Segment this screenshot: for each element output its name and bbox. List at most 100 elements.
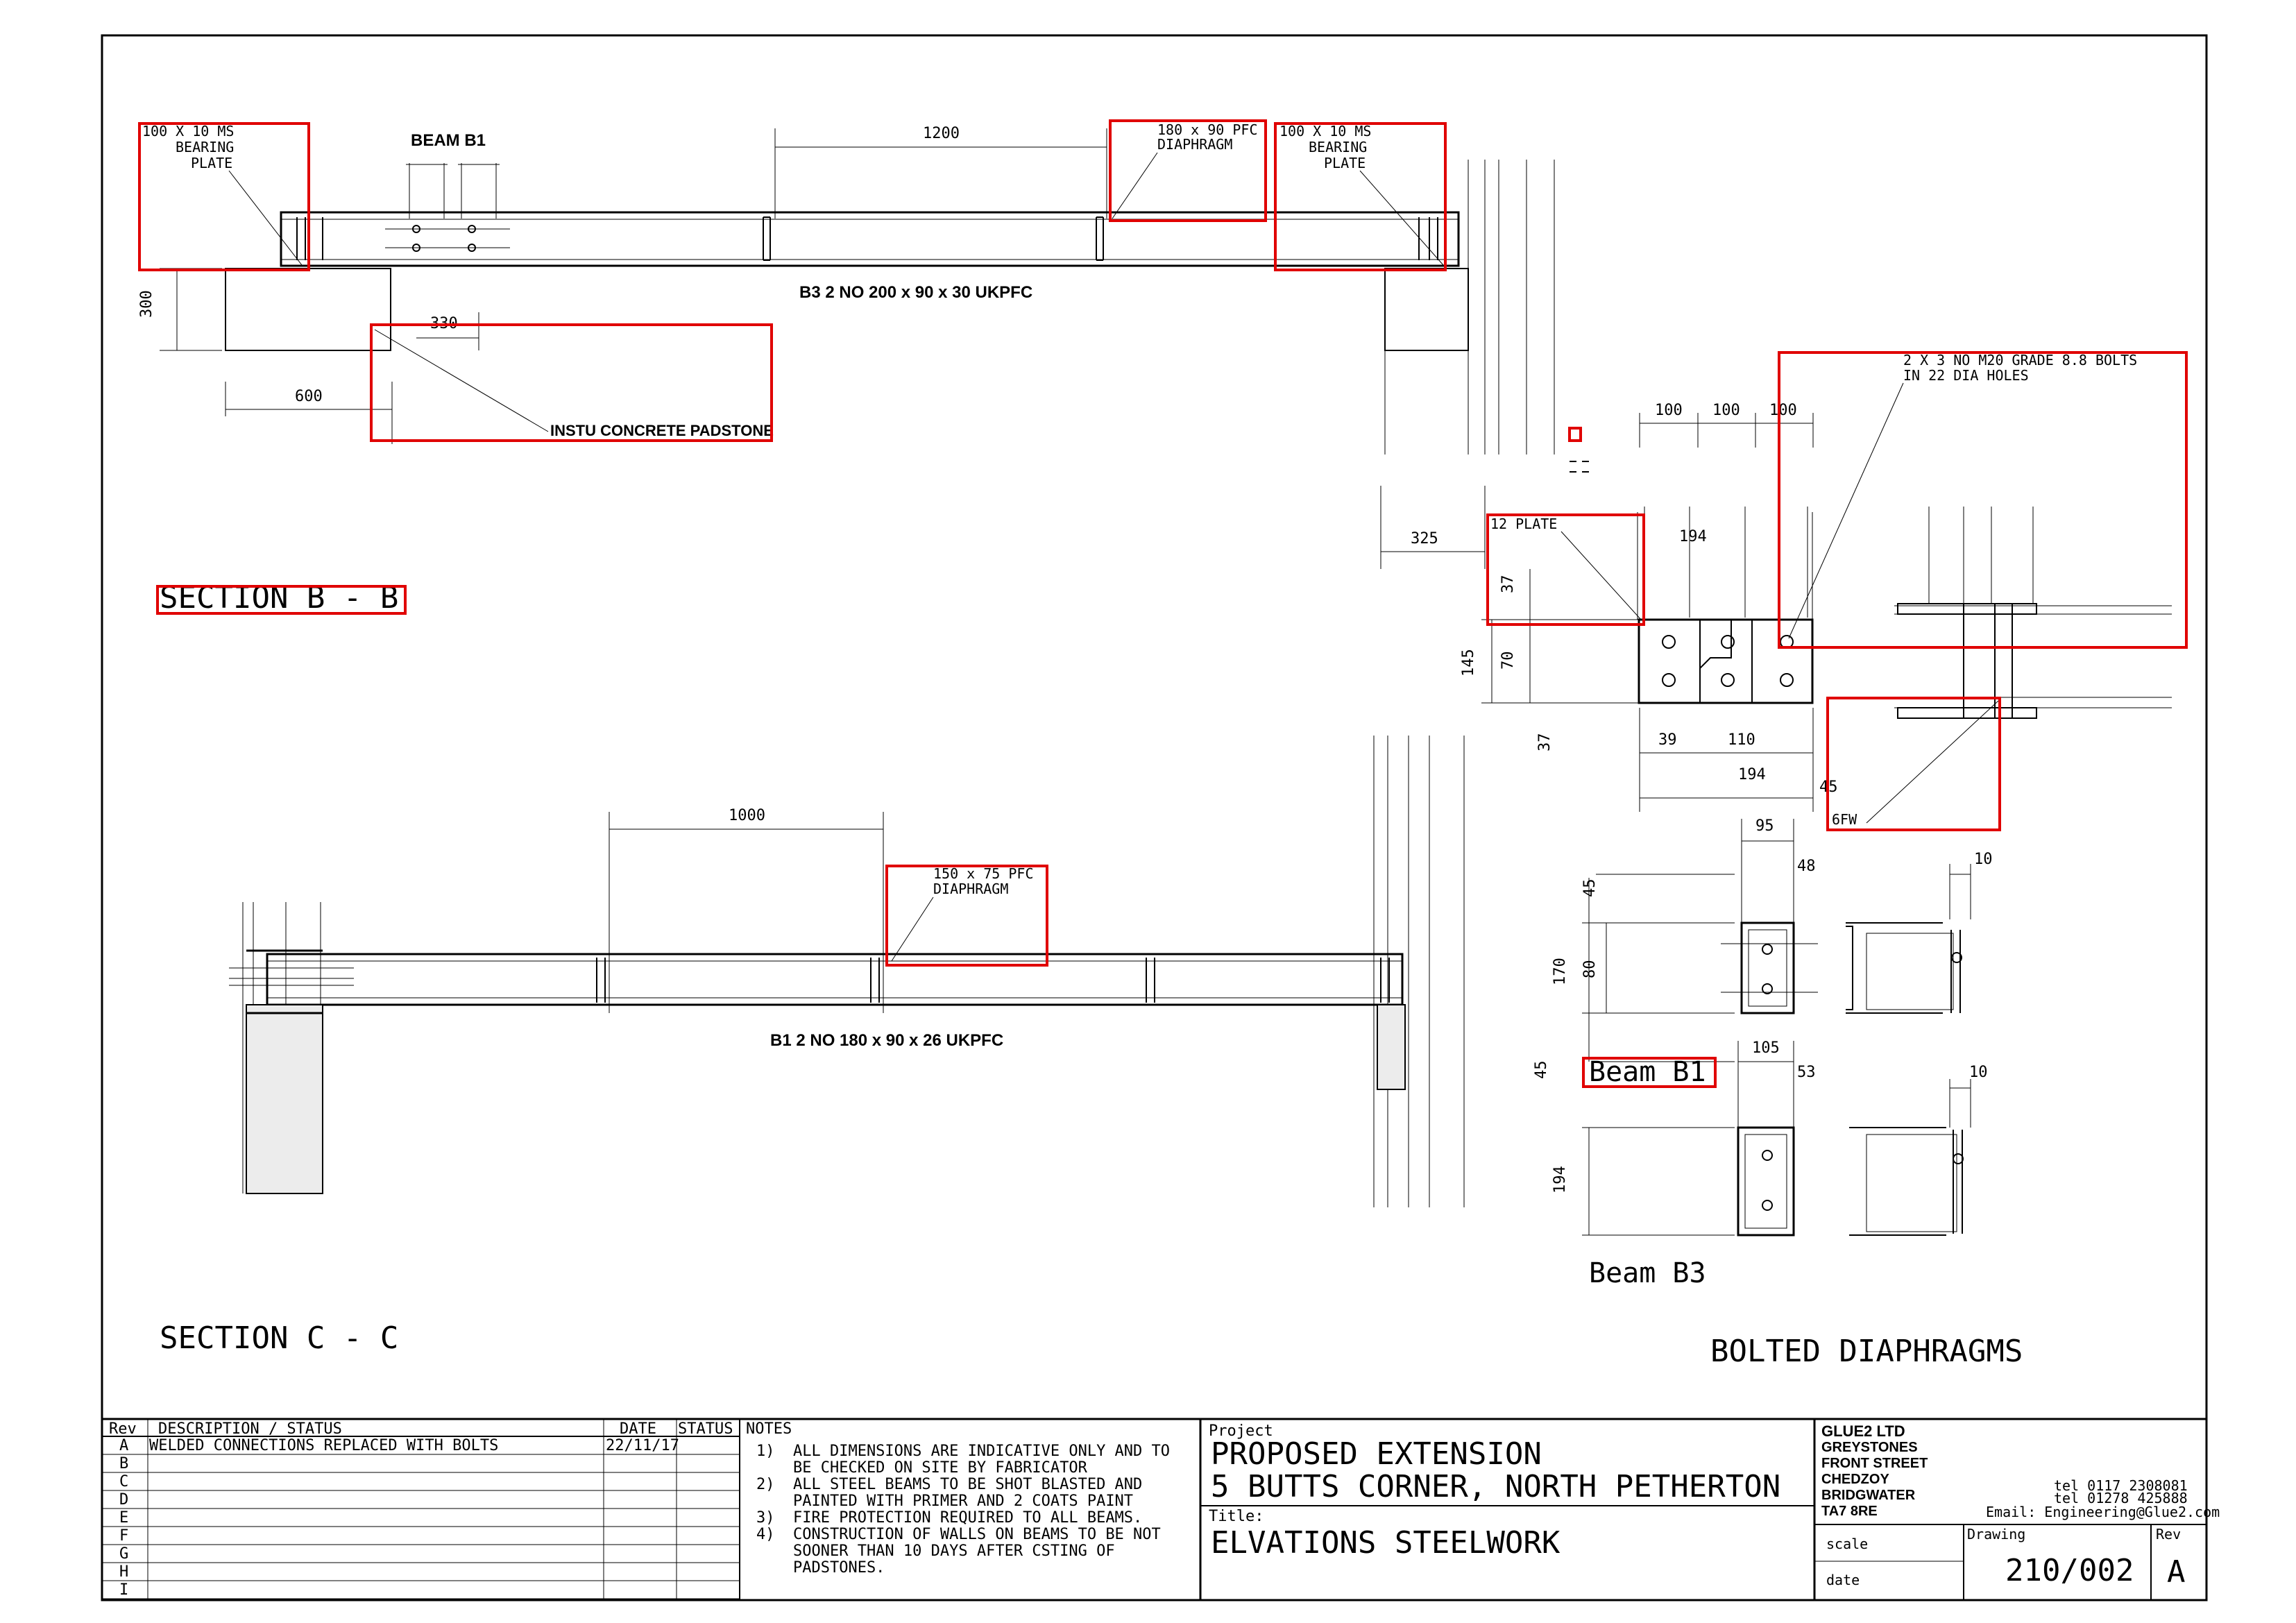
annotation-box bbox=[1826, 697, 2001, 831]
note-line: PAINTED WITH PRIMER AND 2 COATS PAINT bbox=[756, 1493, 1133, 1510]
rev-cell: H bbox=[119, 1563, 128, 1581]
dim-70: 70 bbox=[1499, 652, 1517, 670]
dim-105: 105 bbox=[1752, 1039, 1780, 1057]
annotation-box bbox=[1109, 119, 1267, 222]
weld-label: 6FW bbox=[1832, 811, 1857, 828]
title-block: Project PROPOSED EXTENSION 5 BUTTS CORNE… bbox=[1200, 1419, 2220, 1600]
bearing-right-1: 100 X 10 MS bbox=[1279, 123, 1371, 139]
padstone-label: INSTU CONCRETE PADSTONE bbox=[550, 422, 774, 439]
bearing-left-1: 100 X 10 MS bbox=[142, 123, 234, 139]
dim-37a: 37 bbox=[1499, 575, 1517, 594]
dim-10a: 10 bbox=[1974, 851, 1993, 868]
dim-95: 95 bbox=[1755, 817, 1774, 835]
address-line: FRONT STREET bbox=[1821, 1456, 1928, 1471]
dim-194c: 194 bbox=[1551, 1166, 1569, 1193]
company-name: GLUE2 LTD bbox=[1821, 1422, 1905, 1440]
beam-b1-title: Beam B1 bbox=[1589, 1056, 1706, 1088]
section-cc: 1000 B1 2 NO 180 x 90 x 26 UKPFC 150 x 7… bbox=[160, 736, 1465, 1356]
note-line: 4) CONSTRUCTION OF WALLS ON BEAMS TO BE … bbox=[756, 1526, 1161, 1543]
dim-45b: 45 bbox=[1581, 879, 1599, 898]
dim-194b: 194 bbox=[1738, 766, 1766, 783]
dim-600: 600 bbox=[295, 388, 323, 405]
notes: NOTES 1) ALL DIMENSIONS ARE INDICATIVE O… bbox=[746, 1419, 1202, 1600]
dim-145: 145 bbox=[1460, 649, 1477, 677]
dim-194a: 194 bbox=[1679, 528, 1707, 545]
bearing-right-3: PLATE bbox=[1324, 155, 1366, 171]
dim-45c: 45 bbox=[1533, 1061, 1550, 1080]
diaphragm-180-2: DIAPHRAGM bbox=[1157, 136, 1232, 153]
bearing-left-3: PLATE bbox=[191, 155, 232, 171]
plate-label: 12 PLATE bbox=[1490, 516, 1557, 532]
revision-rows: A WELDED CONNECTIONS REPLACED WITH BOLTS 2… bbox=[102, 1437, 740, 1599]
tel-2: tel 01278 425888 bbox=[2054, 1490, 2188, 1506]
beam-b1-label: BEAM B1 bbox=[411, 131, 486, 150]
beam-spec-b1: B1 2 NO 180 x 90 x 26 UKPFC bbox=[770, 1031, 1003, 1050]
diaphragm-180: 180 x 90 PFC bbox=[1157, 121, 1258, 138]
rev-cell: A bbox=[119, 1437, 128, 1454]
bolts-note-1: 2 X 3 NO M20 GRADE 8.8 BOLTS bbox=[1903, 352, 2137, 368]
bolted-diaphragms: 100 100 100 325 194 37 145 70 37 39 110 … bbox=[1380, 351, 2188, 1369]
rev-cell: I bbox=[119, 1581, 128, 1599]
note-line: SOONER THAN 10 DAYS AFTER CSTING OF bbox=[756, 1543, 1115, 1560]
dim-1200: 1200 bbox=[923, 125, 960, 142]
date-label: date bbox=[1826, 1572, 1860, 1588]
annotation-box bbox=[1568, 427, 1582, 442]
bolts-note-2: IN 22 DIA HOLES bbox=[1903, 367, 2029, 384]
date-col-header: DATE bbox=[620, 1420, 656, 1438]
bearing-right-2: BEARING bbox=[1309, 139, 1367, 155]
dim-53: 53 bbox=[1797, 1064, 1816, 1081]
project-label: Project bbox=[1209, 1422, 1273, 1440]
rev-cell: G bbox=[119, 1545, 128, 1563]
note-line: 1) ALL DIMENSIONS ARE INDICATIVE ONLY AN… bbox=[756, 1443, 1170, 1460]
dim-1000: 1000 bbox=[729, 807, 765, 824]
rev-label: Rev bbox=[2156, 1526, 2181, 1543]
rev-cell: E bbox=[119, 1509, 128, 1527]
annotation-box bbox=[1486, 513, 1645, 626]
dim-110: 110 bbox=[1728, 731, 1755, 749]
tel-1: tel 0117 2308081 bbox=[2054, 1477, 2188, 1494]
dim-100b: 100 bbox=[1712, 402, 1740, 419]
dim-48: 48 bbox=[1797, 858, 1816, 875]
dim-80: 80 bbox=[1581, 960, 1599, 979]
dim-170: 170 bbox=[1551, 958, 1569, 985]
address-line: TA7 8RE bbox=[1821, 1504, 1878, 1519]
annotation-box bbox=[885, 865, 1048, 967]
notes-heading: NOTES bbox=[746, 1420, 792, 1438]
annotation-box bbox=[1582, 1057, 1717, 1088]
project-line1: PROPOSED EXTENSION bbox=[1211, 1436, 1542, 1472]
dim-325: 325 bbox=[1411, 530, 1438, 547]
email: Email: Engineering@Glue2.com bbox=[1986, 1504, 2220, 1520]
dim-300: 300 bbox=[138, 290, 155, 318]
dim-100a: 100 bbox=[1655, 402, 1683, 419]
drawing-number: 210/002 bbox=[2005, 1553, 2134, 1588]
note-line: 2) ALL STEEL BEAMS TO BE SHOT BLASTED AN… bbox=[756, 1476, 1142, 1493]
dim-100c: 100 bbox=[1769, 402, 1797, 419]
desc-col-header: DESCRIPTION / STATUS bbox=[158, 1420, 342, 1438]
title-label: Title: bbox=[1209, 1508, 1264, 1525]
dim-39: 39 bbox=[1658, 731, 1677, 749]
dim-37b: 37 bbox=[1536, 733, 1554, 752]
rev-col-header: Rev bbox=[109, 1420, 137, 1438]
scale-label: scale bbox=[1826, 1536, 1868, 1552]
dim-10b: 10 bbox=[1969, 1064, 1988, 1081]
address-line: CHEDZOY bbox=[1821, 1472, 1889, 1487]
section-cc-title: SECTION C - C bbox=[160, 1320, 398, 1356]
drawing-label: Drawing bbox=[1967, 1526, 2025, 1543]
desc-cell: WELDED CONNECTIONS REPLACED WITH BOLTS bbox=[149, 1437, 498, 1454]
bolted-title: BOLTED DIAPHRAGMS bbox=[1710, 1334, 2023, 1369]
diaphragm-150-2: DIAPHRAGM bbox=[933, 881, 1008, 897]
address-line: BRIDGWATER bbox=[1821, 1488, 1916, 1503]
bearing-left-2: BEARING bbox=[176, 139, 234, 155]
beam-b3-title: Beam B3 bbox=[1589, 1257, 1706, 1289]
annotation-box bbox=[1274, 122, 1447, 271]
revision-table: Rev DESCRIPTION / STATUS DATE STATUS bbox=[102, 1418, 2206, 1600]
annotation-box bbox=[1778, 351, 2188, 649]
status-col-header: STATUS bbox=[678, 1420, 733, 1438]
section-bb: 1200 300 600 330 BEAM B1 B3 2 NO 200 x 9… bbox=[138, 119, 1555, 615]
rev-cell: B bbox=[119, 1455, 128, 1472]
address-line: GREYSTONES bbox=[1821, 1440, 1918, 1455]
rev-cell: C bbox=[119, 1473, 128, 1490]
date-cell: 22/11/17 bbox=[606, 1437, 679, 1454]
beam-spec-b3: B3 2 NO 200 x 90 x 30 UKPFC bbox=[799, 283, 1032, 302]
